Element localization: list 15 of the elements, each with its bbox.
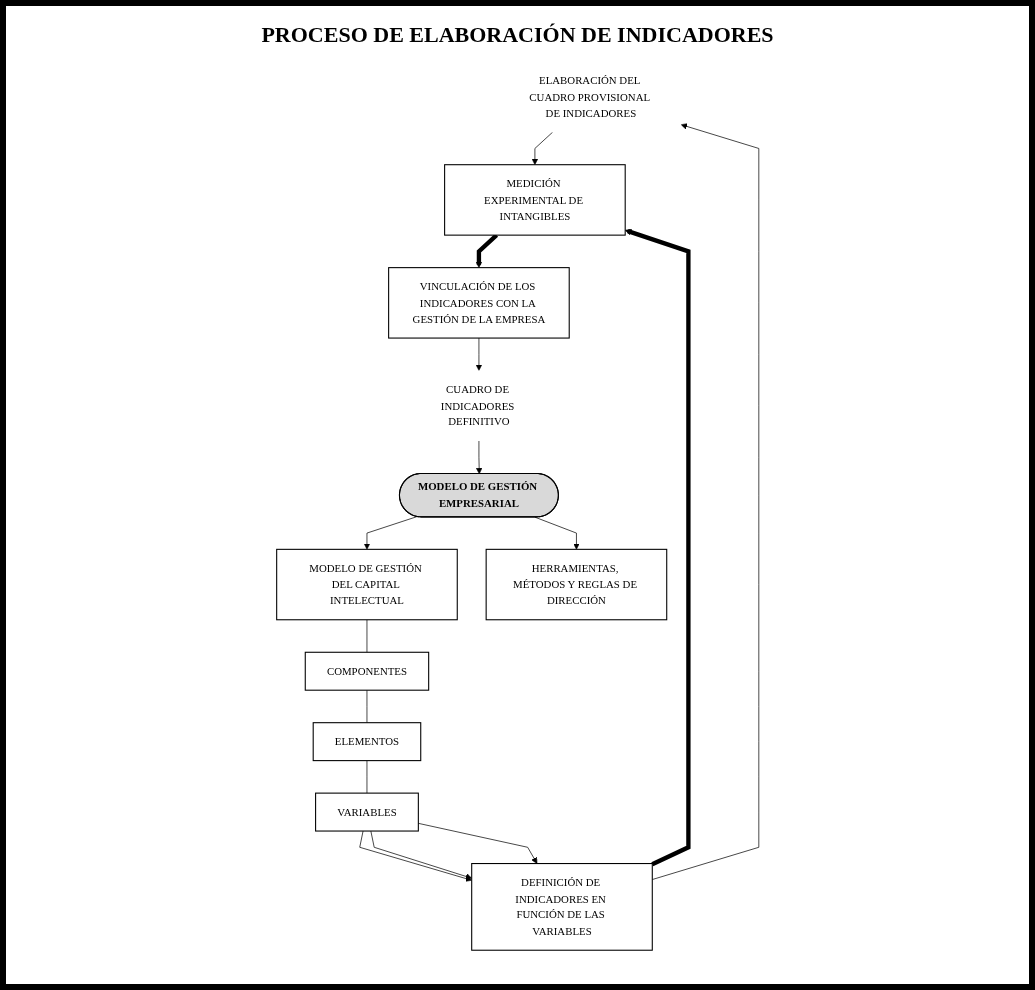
node-text: ELABORACIÓN DEL CUADRO PROVISIONAL DE INDICADORES — [529, 74, 650, 119]
node-box: MODELO DE GESTIÓN DEL CAPITAL INTELECTUAL — [275, 548, 458, 621]
diagram-title: PROCESO DE ELABORACIÓN DE INDICADORES — [261, 22, 774, 48]
connector — [366, 760, 368, 794]
node-text: CUADRO DE INDICADORES DEFINITIVO — [440, 383, 515, 428]
connector — [366, 619, 368, 653]
node-box: ELEMENTOS — [312, 722, 422, 762]
arrow — [624, 229, 691, 867]
node-box: HERRAMIENTAS, MÉTODOS Y REGLAS DE DIRECCIÓN — [485, 548, 667, 621]
node-box: VINCULACIÓN DE LOS INDICADORES CON LA GESTIÓN DE LA EMPRESA — [387, 267, 570, 339]
node-box: COMPONENTES — [304, 651, 429, 691]
connector — [366, 689, 368, 724]
node-box: VARIABLES — [314, 792, 419, 832]
node-box: DEFINICIÓN DE INDICADORES EN FUNCIÓN DE LAS VARIABLES — [470, 863, 653, 951]
node-box: MEDICIÓN EXPERIMENTAL DE INTANGIBLES — [443, 164, 626, 236]
